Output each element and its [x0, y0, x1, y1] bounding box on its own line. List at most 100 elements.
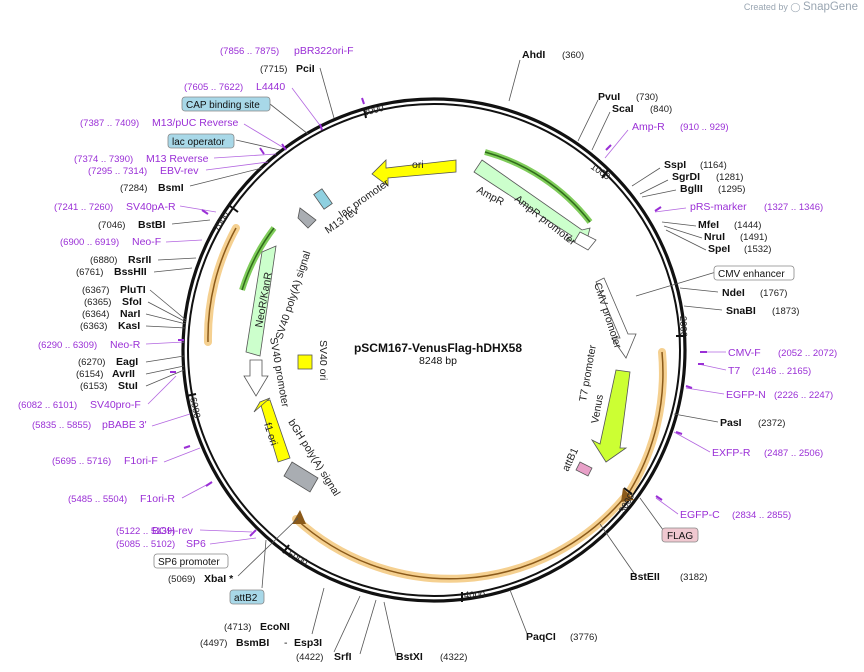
primer-t7: T7 — [728, 365, 740, 377]
orf-arc-neo-line — [207, 227, 237, 343]
site-econi: EcoNI — [260, 621, 290, 633]
bgh-polya-feature — [283, 461, 319, 493]
site-bsmi-pos: (7284) — [120, 183, 147, 194]
primer-exfp-r-pos: (2487 .. 2506) — [764, 448, 823, 459]
site-kasi-pos: (6363) — [80, 321, 107, 332]
backbone-outer — [181, 97, 687, 603]
site-sspi: SspI — [664, 159, 686, 171]
tick-mark-6000 — [185, 393, 197, 397]
primer-sv40pro-f: SV40pro-F — [90, 399, 141, 411]
flag-label: FLAG — [667, 531, 693, 542]
primer-ebv-rev-pos: (7295 .. 7314) — [88, 166, 147, 177]
site-spei-pos: (1532) — [744, 244, 771, 255]
label-t7-promoter: T7 promoter — [577, 344, 599, 403]
tick-mark-8000 — [363, 107, 367, 119]
tick-2000: 2000 — [677, 316, 689, 338]
sv40-promoter-feature — [243, 359, 269, 397]
ampr-promoter-feature — [573, 231, 597, 251]
site-xbai: XbaI * — [204, 573, 234, 585]
primer-pbabe: pBABE 3' — [102, 419, 147, 431]
site-ahdi-pos: (360) — [562, 50, 584, 61]
site-esp3i: Esp3I — [294, 637, 322, 649]
site-snabi: SnaBI — [726, 305, 756, 317]
site-ndei-pos: (1767) — [760, 288, 787, 299]
orf-arc-venus-line — [627, 351, 664, 495]
primer-bgh-rev: BGH-rev — [152, 525, 194, 537]
site-srfi: SrfI — [334, 651, 352, 663]
attb2-label: attB2 — [234, 593, 258, 604]
dash-separator: - — [284, 637, 288, 649]
sv40-polya-feature — [297, 207, 317, 229]
site-sgrdi-pos: (1281) — [716, 172, 743, 183]
primer-ebv-rev: EBV-rev — [160, 165, 199, 177]
site-scai-pos: (840) — [650, 104, 672, 115]
primer-exfp-r: EXFP-R — [712, 447, 751, 459]
label-sv40-promoter: SV40 promoter — [267, 336, 291, 408]
site-bsmi: BsmI — [158, 182, 184, 194]
cmv-enhancer-label: CMV enhancer — [718, 269, 785, 280]
primer-prs-marker-pos: (1327 .. 1346) — [764, 202, 823, 213]
tick-mark-5000 — [282, 544, 290, 554]
ampr-green-arc-line — [484, 151, 591, 223]
primer-neo-r: Neo-R — [110, 339, 141, 351]
site-nari-pos: (6364) — [82, 309, 109, 320]
primer-m13-reverse-pos: (7374 .. 7390) — [74, 154, 133, 165]
primer-f1ori-f: F1ori-F — [124, 455, 158, 467]
primer-marks — [170, 97, 707, 537]
site-pcii: PciI — [296, 63, 315, 75]
site-avrii-pos: (6154) — [76, 369, 103, 380]
site-bsmbi-pos: (4497) — [200, 638, 227, 649]
primer-m13-reverse: M13 Reverse — [146, 153, 209, 165]
lac-operator-box — [167, 133, 235, 149]
site-bsshii: BssHII — [114, 266, 147, 278]
sv40-ori-feature — [297, 354, 313, 370]
site-bglii-pos: (1295) — [718, 184, 745, 195]
label-sv40-ori: SV40 ori — [317, 340, 329, 380]
attb1-feature — [575, 461, 593, 477]
leader-lines-right — [237, 59, 727, 657]
primer-pbr322ori-f-pos: (7856 .. 7875) — [220, 46, 279, 57]
site-bstbi-pos: (7046) — [98, 220, 125, 231]
site-bglii: BglII — [680, 183, 703, 195]
primer-sv40pa-r-pos: (7241 .. 7260) — [54, 202, 113, 213]
tick-4000: 4000 — [464, 590, 485, 601]
credit-prefix: Created by — [743, 2, 788, 12]
lac-region-feature — [313, 188, 333, 210]
site-nrui-pos: (1491) — [740, 232, 767, 243]
venus-feature — [590, 369, 631, 463]
primer-sv40pa-r: SV40pA-R — [126, 201, 176, 213]
site-stui: StuI — [118, 380, 138, 392]
site-spei: SpeI — [708, 243, 730, 255]
sp6-promoter-box — [153, 553, 229, 569]
site-rsrii: RsrII — [128, 254, 151, 266]
site-pcii-pos: (7715) — [260, 64, 287, 75]
primer-prs-marker: pRS-marker — [690, 201, 747, 213]
site-pvui: PvuI — [598, 91, 620, 103]
site-xbai-pos: (5069) — [168, 574, 195, 585]
primer-neo-f: Neo-F — [132, 236, 161, 248]
tick-mark-7000 — [229, 205, 239, 213]
neo-green-arc-line — [241, 227, 275, 291]
tick-8000: 8000 — [362, 103, 385, 119]
site-bsshii-pos: (6761) — [76, 267, 103, 278]
label-ori: ori — [412, 159, 424, 171]
primer-l4440: L4440 — [256, 81, 285, 93]
primer-ampr: Amp-R — [632, 121, 665, 133]
site-mfei-pos: (1444) — [734, 220, 761, 231]
primer-sp6: SP6 — [186, 538, 206, 550]
site-eagi-pos: (6270) — [78, 357, 105, 368]
site-stui-pos: (6153) — [80, 381, 107, 392]
site-bsteii-pos: (3182) — [680, 572, 707, 583]
primer-cmv-f-pos: (2052 .. 2072) — [778, 348, 837, 359]
f1-ori-arrowhead — [253, 397, 271, 413]
site-pasi-pos: (2372) — [758, 418, 785, 429]
cmv-promoter-feature — [595, 277, 637, 359]
leader-lines-left — [145, 67, 335, 545]
tick-mark-3000 — [623, 487, 633, 495]
credit-brand: SnapGene — [803, 1, 858, 13]
orf-arc-dhx58 — [292, 494, 628, 583]
lac-operator-label: lac operator — [172, 137, 225, 148]
site-bsmbi: BsmBI — [236, 637, 269, 649]
primer-sp6-pos: (5085 .. 5102) — [116, 539, 175, 550]
